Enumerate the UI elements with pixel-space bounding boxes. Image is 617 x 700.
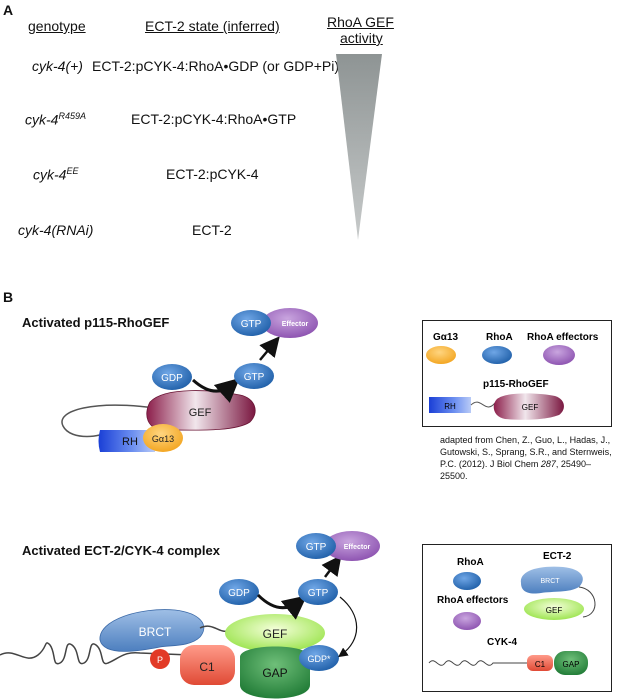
svg-text:GAP: GAP xyxy=(262,666,287,680)
svg-text:RhoA: RhoA xyxy=(486,332,513,343)
genotype-row-2: cyk-4R459A xyxy=(25,111,86,128)
svg-text:BRCT: BRCT xyxy=(540,578,560,585)
genotype-row-3: cyk-4EE xyxy=(33,166,79,183)
c1-domain: C1 xyxy=(180,645,235,685)
svg-text:Effector: Effector xyxy=(344,544,371,551)
svg-text:C1: C1 xyxy=(535,660,546,669)
svg-text:RhoA: RhoA xyxy=(457,557,484,568)
legend-gef-shape xyxy=(493,393,564,420)
state-row-4: ECT-2 xyxy=(192,222,232,238)
panel-b-letter: B xyxy=(3,289,14,305)
genotype-header: genotype xyxy=(28,18,86,34)
legend-c1-shape xyxy=(527,655,553,671)
svg-text:ECT-2: ECT-2 xyxy=(543,551,572,562)
svg-text:GTP: GTP xyxy=(308,588,329,599)
gef-activity-wedge xyxy=(336,54,382,240)
ga13-protein: Gα13 xyxy=(143,424,183,452)
legend-rh-shape xyxy=(429,397,471,413)
svg-text:GTP: GTP xyxy=(306,542,327,553)
svg-text:p115-RhoGEF: p115-RhoGEF xyxy=(483,379,549,390)
gtp-effector-complex: GTP Effector xyxy=(231,308,318,338)
svg-text:GTP: GTP xyxy=(241,319,262,330)
legend-brct-shape xyxy=(520,566,583,594)
svg-text:GEF: GEF xyxy=(263,627,288,641)
gtp-molecule: GTP xyxy=(234,363,274,389)
p115-diagram: GEF RH Gα13 GDP GTP GTP Effector xyxy=(61,308,318,452)
gdp-molecule-bottom: GDP xyxy=(219,579,259,605)
svg-text:CYK-4: CYK-4 xyxy=(487,637,517,648)
state-row-2: ECT-2:pCYK-4:RhoA•GTP xyxy=(131,111,297,127)
p115-title: Activated p115-RhoGEF xyxy=(22,315,170,330)
svg-text:GDP*: GDP* xyxy=(307,654,331,664)
svg-text:RhoA effectors: RhoA effectors xyxy=(527,332,599,343)
state-row-1: ECT-2:pCYK-4:RhoA•GDP (or GDP+Pi) xyxy=(92,58,339,74)
svg-text:GEF: GEF xyxy=(546,606,563,615)
svg-text:GDP: GDP xyxy=(161,373,183,384)
gdp-molecule: GDP xyxy=(152,364,192,390)
svg-text:Effector: Effector xyxy=(282,321,309,328)
svg-text:GDP: GDP xyxy=(228,588,250,599)
panel-a-letter: A xyxy=(3,2,14,18)
gtp-effector-complex-bottom: GTP Effector xyxy=(296,531,380,561)
genotype-row-1: cyk-4(+) xyxy=(32,58,83,74)
legend-ga13-shape xyxy=(426,346,456,364)
phospho-site: P xyxy=(150,649,170,669)
svg-text:Gα13: Gα13 xyxy=(152,434,174,444)
svg-text:RH: RH xyxy=(444,402,456,411)
legend-effector-shape-bottom xyxy=(453,612,481,630)
svg-text:GEF: GEF xyxy=(189,407,212,419)
legend-rhoa-shape xyxy=(482,346,512,364)
rh-domain: RH xyxy=(98,430,155,452)
svg-text:RH: RH xyxy=(122,436,138,448)
state-row-3: ECT-2:pCYK-4 xyxy=(166,166,259,182)
citation-text: adapted from Chen, Z., Guo, L., Hadas, J… xyxy=(440,435,612,481)
svg-text:GAP: GAP xyxy=(563,660,580,669)
ect2-state-header: ECT-2 state (inferred) xyxy=(145,18,280,34)
legend-ect2-cyk4: RhoA ECT-2 BRCT RhoA effectors GEF CYK-4… xyxy=(422,544,612,692)
svg-text:Gα13: Gα13 xyxy=(433,332,458,343)
legend-gap-shape xyxy=(554,651,588,675)
legend-effector-shape xyxy=(543,345,575,365)
genotype-row-4: cyk-4(RNAi) xyxy=(18,222,94,238)
gap-domain: GAP xyxy=(240,646,310,699)
svg-text:RhoA effectors: RhoA effectors xyxy=(437,595,509,606)
svg-text:GEF: GEF xyxy=(522,403,539,412)
gdp-star-molecule: GDP* xyxy=(299,645,339,671)
activity-header-line2: activity xyxy=(340,30,383,46)
svg-text:C1: C1 xyxy=(199,660,215,674)
svg-text:BRCT: BRCT xyxy=(139,625,172,639)
legend-p115: Gα13 RhoA RhoA effectors p115-RhoGEF RH … xyxy=(422,320,612,427)
activity-header-line1: RhoA GEF xyxy=(327,14,394,30)
svg-text:GTP: GTP xyxy=(244,372,265,383)
ect2-gef-domain: GEF xyxy=(225,614,325,652)
legend-gef-shape-bottom xyxy=(524,598,584,620)
brct-domain: BRCT xyxy=(99,609,205,652)
ect2-cyk4-diagram: BRCT P C1 GEF GAP GDP* GDP GTP xyxy=(0,531,380,699)
ect2-cyk4-title: Activated ECT-2/CYK-4 complex xyxy=(22,543,220,558)
legend-rhoa-shape-bottom xyxy=(453,572,481,590)
gtp-molecule-bottom: GTP xyxy=(298,579,338,605)
svg-text:P: P xyxy=(157,655,163,665)
